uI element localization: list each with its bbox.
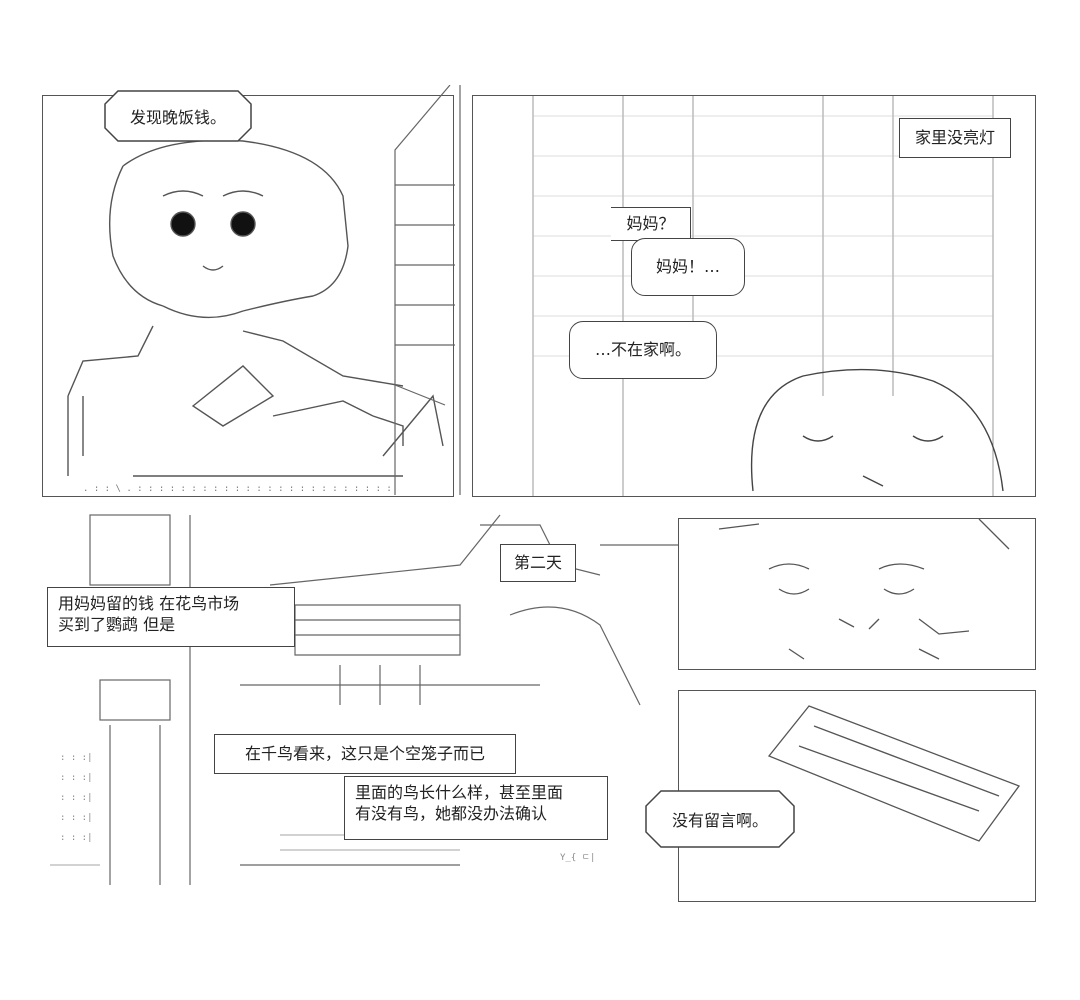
caption-found-money: 发现晚饭钱。 <box>104 90 252 142</box>
girl-figure-art: . : : \ . : : : : : : : : : : : : : : : … <box>67 139 444 494</box>
girl-face-art <box>718 519 1010 660</box>
octagon-frame <box>645 790 795 848</box>
caption-inside-line2: 有没有鸟，她都没办法确认 <box>355 803 548 823</box>
caption-no-message: 没有留言啊。 <box>645 790 795 848</box>
caption-no-light: 家里没亮灯 <box>899 118 1011 158</box>
bubble-mom-call-text: 妈妈！… <box>655 256 720 276</box>
svg-text:: : :|: : : :| <box>60 833 93 843</box>
bubble-mom-question: 妈妈？ <box>611 207 691 241</box>
bubble-not-home: …不在家啊。 <box>569 321 717 379</box>
svg-text:: : :|: : : :| <box>60 753 93 763</box>
caption-empty-cage-text: 在千鸟看来，这只是个空笼子而已 <box>244 743 485 763</box>
caption-inside-cage: 里面的鸟长什么样，甚至里面 有没有鸟，她都没办法确认 <box>344 776 608 840</box>
caption-second-day-text: 第二天 <box>513 552 562 572</box>
caption-bought-parrot: 用妈妈留的钱 在花鸟市场 买到了鹦鹉 但是 <box>47 587 295 647</box>
caption-found-money-text: 发现晚饭钱。 <box>129 108 226 127</box>
panel-dark-house <box>472 95 1036 497</box>
svg-text:. : : \ . : : : : : : : : : :: . : : \ . : : : : : : : : : : : : : : : … <box>83 484 392 494</box>
caption-second-day: 第二天 <box>500 544 576 582</box>
bubble-not-home-text: …不在家啊。 <box>594 339 691 359</box>
svg-text:: : :|: : : :| <box>60 793 93 803</box>
paper-note-art <box>767 705 1021 842</box>
caption-empty-cage: 在千鸟看来，这只是个空笼子而已 <box>214 734 516 774</box>
caption-bought-line2: 买到了鹦鹉 但是 <box>58 614 176 634</box>
panel-found-money: . : : \ . : : : : : : : : : : : : : : : … <box>42 95 454 497</box>
frame-perspective-art <box>394 85 461 495</box>
bubble-mom-call: 妈妈！… <box>631 238 745 296</box>
caption-bought-line1: 用妈妈留的钱 在花鸟市场 <box>58 594 240 613</box>
caption-no-light-text: 家里没亮灯 <box>914 127 995 147</box>
panel-girl-closeup <box>678 518 1036 670</box>
caption-no-message-text: 没有留言啊。 <box>671 811 768 830</box>
svg-text:: : :|: : : :| <box>60 773 93 783</box>
caption-inside-line1: 里面的鸟长什么样，甚至里面 <box>355 783 564 802</box>
octagon-frame <box>104 90 252 142</box>
svg-text:: : :|: : : :| <box>60 813 93 823</box>
bird-market-art: : : :| : : :| : : :| : : :| : : :| Y_{ ㄷ… <box>50 514 680 885</box>
svg-text:Y_{ ㄷ|: Y_{ ㄷ| <box>560 853 595 863</box>
bubble-mom-question-text: 妈妈？ <box>626 213 675 233</box>
